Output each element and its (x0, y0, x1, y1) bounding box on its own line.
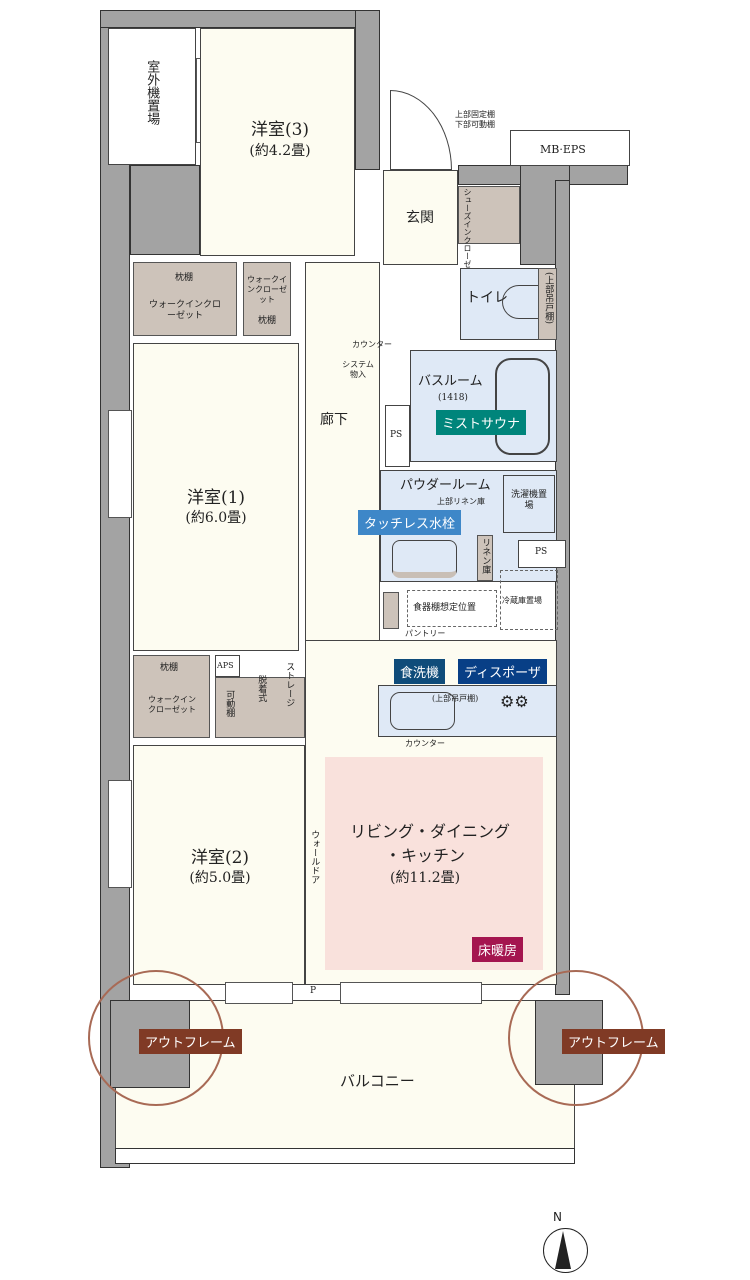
pillow-shelf-2: 枕棚 (258, 316, 277, 326)
kitchen-upper-label: (上部吊戸棚) (432, 694, 479, 703)
touchless-faucet-tag: タッチレス水栓 (358, 510, 462, 535)
window-balcony-left[interactable] (225, 982, 293, 1004)
pantry-label: パントリー (405, 629, 446, 638)
wall-mid (130, 165, 200, 255)
washer-area (503, 475, 555, 533)
kitchen-counter-label: カウンター (405, 739, 445, 748)
room-1-name: 洋室(1) (186, 488, 246, 508)
compass-icon (543, 1228, 588, 1273)
shoe-closet-label: シューズインクローゼット (463, 188, 472, 284)
hallway (305, 262, 380, 642)
mb-eps (510, 130, 630, 166)
bathtub-icon (495, 358, 550, 455)
toilet-cabinet-label: (上部吊戸棚) (543, 272, 554, 325)
room-1-size: (約6.0畳) (185, 510, 247, 526)
room-3-size: (約4.2畳) (249, 143, 311, 159)
wic-3 (133, 655, 210, 738)
counter-label: カウンター (352, 340, 392, 349)
wic-3-label: ウォークインクローゼット (148, 695, 196, 714)
pillow-shelf-3: 枕棚 (160, 663, 179, 673)
room-2 (133, 745, 305, 985)
ps-1-label: PS (390, 430, 403, 440)
pillow-shelf-1: 枕棚 (175, 273, 194, 283)
ps-1 (385, 405, 410, 467)
floor-heating-area (325, 757, 543, 970)
mist-sauna-tag: ミストサウナ (436, 410, 527, 435)
movable-shelf-label: 可動棚 (224, 690, 235, 717)
entrance-label: 玄関 (406, 210, 434, 226)
room-1 (133, 343, 299, 651)
storage-room (215, 677, 305, 738)
balcony-label: バルコニー (340, 1072, 415, 1090)
shoe-note-1: 上部固定棚 (455, 110, 495, 119)
ldk-size: (約11.2畳) (390, 870, 461, 886)
entrance (383, 170, 458, 265)
floor-heating-tag: 床暖房 (472, 937, 524, 962)
ps-2 (518, 540, 566, 568)
window-room2[interactable] (108, 780, 132, 888)
fridge-area (500, 570, 558, 630)
room-2-name: 洋室(2) (190, 848, 250, 868)
system-storage-label: システム物入 (342, 360, 374, 379)
washer-label: 洗濯機置場 (510, 490, 547, 512)
wic-1-label: ウォークインクローゼット (148, 300, 221, 322)
aps-label: APS (217, 661, 234, 670)
compass-needle-icon (555, 1231, 571, 1269)
bathroom (410, 350, 557, 462)
wall-top-right (355, 10, 380, 170)
wall-left (100, 10, 130, 1168)
storage-label: ストレージ (284, 662, 295, 707)
front-door[interactable] (390, 90, 452, 170)
ldk-name-1: リビング・ダイニング (350, 822, 511, 841)
cupboard-label: 食器棚想定位置 (413, 603, 477, 613)
mb-eps-label: MB·EPS (540, 143, 586, 156)
bath-size: (1418) (438, 393, 468, 403)
wic-2-label: ウォークインクローゼット (247, 275, 287, 304)
bath-label: バスルーム (418, 374, 483, 389)
wic-2 (243, 262, 291, 336)
toilet-label: トイレ (466, 290, 508, 306)
room-2-size: (約5.0畳) (189, 870, 251, 886)
shoe-note-2: 下部可動棚 (455, 120, 495, 129)
room-3 (200, 28, 355, 256)
sink-icon (390, 692, 455, 730)
removable-label: 脱着式 (256, 675, 267, 702)
p-label: P (310, 986, 317, 996)
ps-2-label: PS (535, 547, 548, 557)
toilet-cabinet (538, 268, 557, 340)
washbasin-icon (392, 540, 457, 578)
compass-north-label: N (553, 1210, 562, 1224)
wall-top (100, 10, 380, 28)
window-balcony-ldk[interactable] (340, 982, 482, 1004)
cupboard-area (407, 590, 497, 627)
hallway-label: 廊下 (320, 412, 348, 428)
linen-closet (477, 535, 493, 581)
shoe-closet (458, 186, 520, 244)
dishwasher-tag: 食洗機 (394, 659, 446, 684)
ldk-name-2: ・キッチン (385, 846, 466, 865)
powder-label: パウダールーム (400, 478, 491, 493)
fridge-label: 冷蔵庫置場 (502, 596, 542, 605)
wic-1 (133, 262, 237, 336)
stove-icon: ⚙⚙ (500, 692, 529, 711)
walldoor-label: ウォールドア (309, 830, 320, 884)
outframe-tag-left: アウトフレーム (139, 1029, 242, 1054)
window-room1[interactable] (108, 410, 132, 518)
pantry (383, 592, 399, 629)
disposer-tag: ディスポーザ (458, 659, 547, 684)
aps (215, 655, 240, 677)
outdoor-unit-label: 室外機置場 (144, 60, 160, 125)
linen-upper-label: 上部リネン庫 (437, 497, 485, 506)
room-3-name: 洋室(3) (250, 120, 310, 140)
kitchen-counter (378, 685, 557, 737)
balcony-railing (115, 1148, 575, 1164)
toilet-bowl-icon (502, 285, 540, 319)
linen-label: リネン庫 (480, 538, 491, 574)
outdoor-unit-area (108, 28, 196, 165)
outframe-tag-right: アウトフレーム (562, 1029, 665, 1054)
